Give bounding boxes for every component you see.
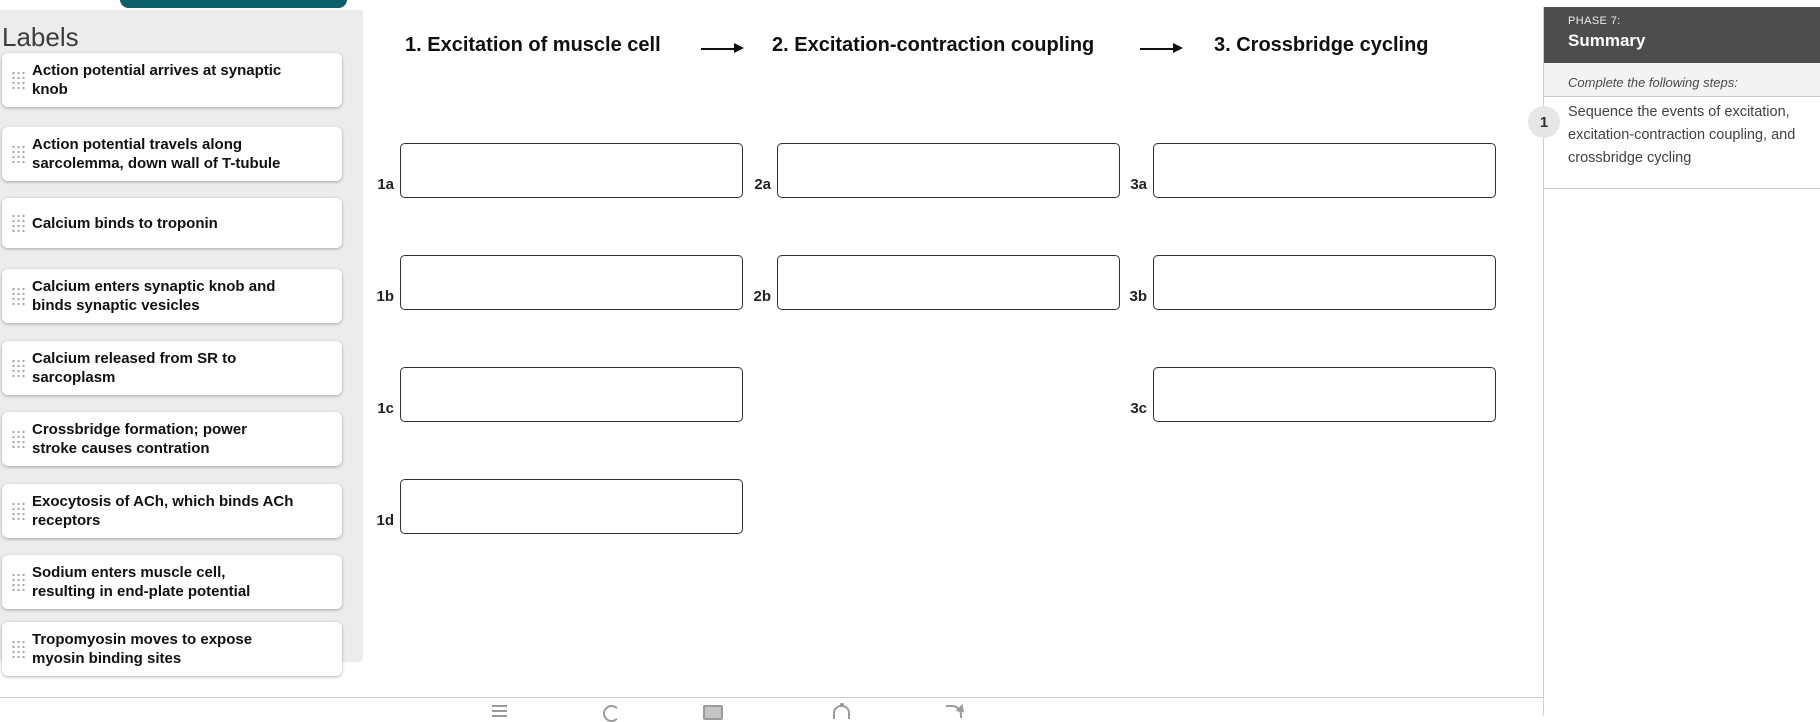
column-header-2: 2. Excitation-contraction coupling	[772, 34, 1095, 56]
label-text: Action potential travels along sarcolemm…	[32, 136, 281, 172]
summary-panel-divider	[1543, 7, 1544, 716]
label-card[interactable]: Action potential travels along sarcolemm…	[2, 127, 342, 181]
share-icon[interactable]	[946, 705, 962, 718]
summary-step-row	[1544, 97, 1820, 189]
label-card[interactable]: Tropomyosin moves to expose myosin bindi…	[2, 622, 342, 676]
label-card[interactable]: Exocytosis of ACh, which binds ACh recep…	[2, 484, 342, 538]
label-card[interactable]: Calcium enters synaptic knob and binds s…	[2, 269, 342, 323]
drop-zone-1c[interactable]	[400, 367, 743, 422]
drag-handle-icon	[11, 572, 25, 592]
label-card[interactable]: Action potential arrives at synaptic kno…	[2, 53, 342, 107]
bottom-toolbar-divider	[0, 697, 1543, 698]
summary-instruction: Complete the following steps:	[1544, 63, 1820, 97]
summary-title: Summary	[1568, 31, 1646, 50]
label-card[interactable]: Crossbridge formation; power stroke caus…	[2, 412, 342, 466]
slot-label-1b: 1b	[376, 288, 394, 305]
label-card[interactable]: Calcium binds to troponin	[2, 198, 342, 248]
drop-zone-2b[interactable]	[777, 255, 1120, 310]
slot-label-2a: 2a	[754, 176, 771, 193]
slot-label-3a: 3a	[1130, 176, 1147, 193]
slot-label-1c: 1c	[377, 400, 394, 417]
drag-handle-icon	[11, 358, 25, 378]
slot-label-1d: 1d	[376, 512, 394, 529]
screen-icon[interactable]	[703, 705, 723, 720]
arrow-right-icon	[1140, 42, 1183, 55]
drop-zone-1d[interactable]	[400, 479, 743, 534]
drop-zone-1a[interactable]	[400, 143, 743, 198]
top-tab-button[interactable]	[120, 0, 347, 8]
labels-title: Labels	[2, 22, 79, 52]
slot-label-3c: 3c	[1130, 400, 1147, 417]
slot-label-3b: 3b	[1129, 288, 1147, 305]
drop-zone-3a[interactable]	[1153, 143, 1496, 198]
drop-zone-3c[interactable]	[1153, 367, 1496, 422]
drag-handle-icon	[11, 639, 25, 659]
label-text: Sodium enters muscle cell, resulting in …	[32, 564, 251, 600]
drag-handle-icon	[11, 429, 25, 449]
slot-label-1a: 1a	[377, 176, 394, 193]
reset-icon[interactable]	[603, 705, 620, 722]
labels-panel: Labels Action potential arrives at synap…	[0, 10, 363, 676]
drop-zone-1b[interactable]	[400, 255, 743, 310]
label-text: Calcium binds to troponin	[32, 214, 218, 232]
label-text: Crossbridge formation; power stroke caus…	[32, 421, 248, 457]
drag-handle-icon	[11, 144, 25, 164]
step-number-badge: 1	[1528, 106, 1560, 138]
column-header-3: 3. Crossbridge cycling	[1214, 34, 1429, 56]
label-text: Tropomyosin moves to expose myosin bindi…	[32, 631, 253, 667]
bell-icon[interactable]	[833, 703, 850, 719]
label-card[interactable]: Calcium released from SR to sarcoplasm	[2, 341, 342, 395]
arrow-right-icon	[701, 42, 744, 55]
drag-handle-icon	[11, 213, 25, 233]
label-text: Calcium enters synaptic knob and binds s…	[32, 278, 276, 314]
drag-handle-icon	[11, 501, 25, 521]
menu-icon[interactable]	[492, 705, 507, 719]
label-text: Action potential arrives at synaptic kno…	[32, 62, 282, 98]
slot-label-2b: 2b	[753, 288, 771, 305]
drag-handle-icon	[11, 286, 25, 306]
label-text: Exocytosis of ACh, which binds ACh recep…	[32, 493, 294, 529]
label-card[interactable]: Sodium enters muscle cell, resulting in …	[2, 555, 342, 609]
label-text: Calcium released from SR to sarcoplasm	[32, 350, 237, 386]
drag-handle-icon	[11, 70, 25, 90]
drop-zone-3b[interactable]	[1153, 255, 1496, 310]
drop-zone-2a[interactable]	[777, 143, 1120, 198]
summary-panel-header: PHASE 7: Summary	[1544, 7, 1820, 63]
step-text: Sequence the events of excitation, excit…	[1568, 104, 1796, 166]
column-header-1: 1. Excitation of muscle cell	[405, 34, 661, 56]
phase-label: PHASE 7:	[1568, 15, 1621, 27]
